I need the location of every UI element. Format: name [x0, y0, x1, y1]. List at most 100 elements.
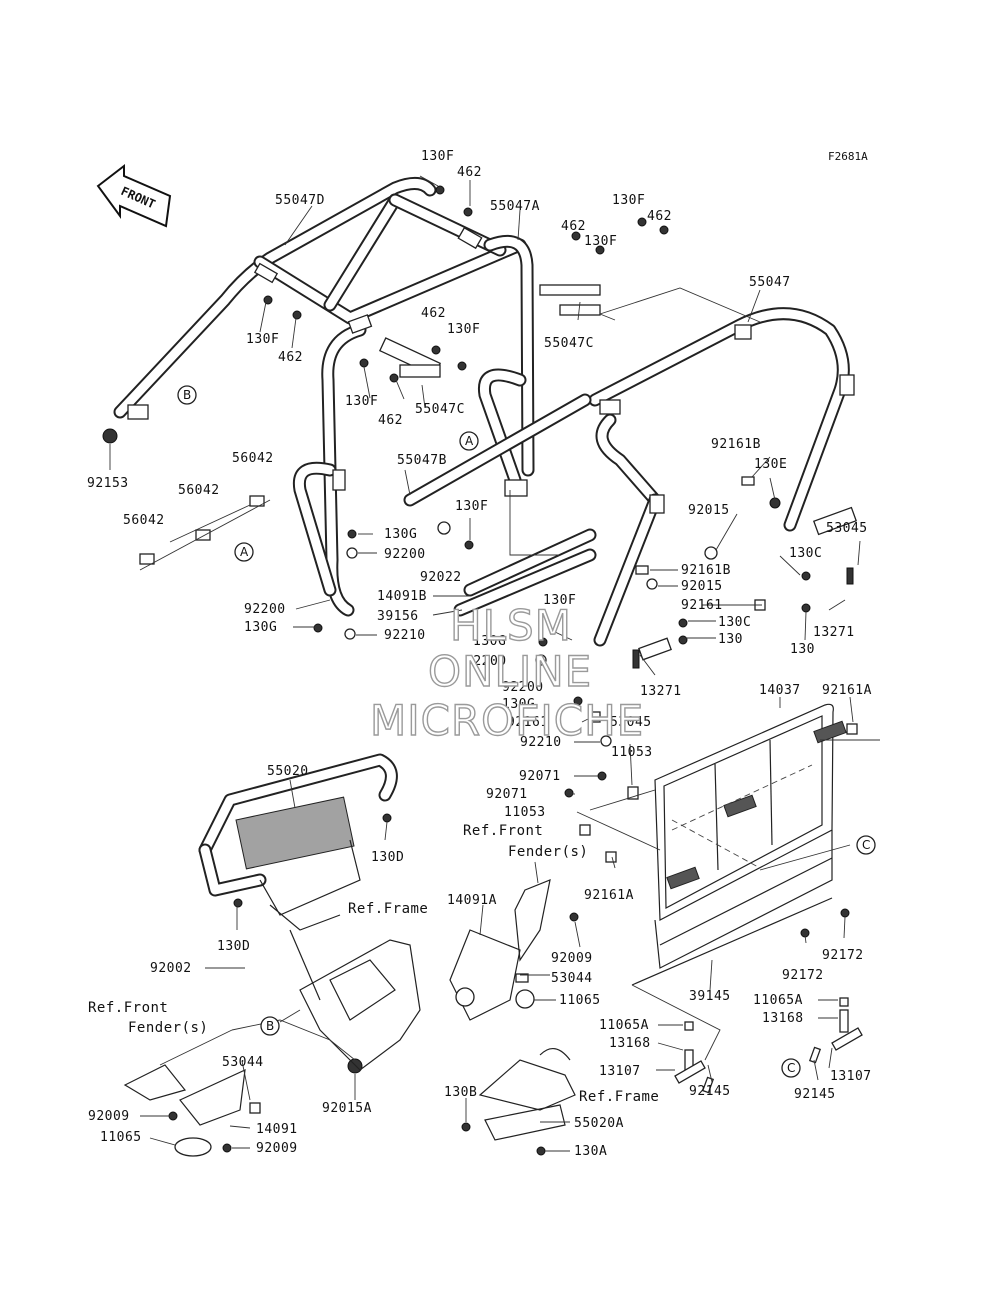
part-label: 13107 [830, 1069, 872, 1084]
part-label: 13168 [762, 1011, 804, 1026]
watermark-line-3: MICROFICHE [370, 696, 644, 745]
part-label: 92145 [689, 1084, 731, 1099]
part-label: 13271 [813, 625, 855, 640]
part-label: 14091 [256, 1122, 298, 1137]
part-label: 55047 [749, 275, 791, 290]
part-label: 55047C [544, 336, 594, 351]
part-label: 11065A [753, 993, 803, 1008]
fastener-bolts [102, 185, 850, 1156]
part-label: 92015A [322, 1101, 372, 1116]
ref-front-fender-label-1: Ref.Front [463, 823, 543, 839]
part-label: 130C [718, 615, 751, 630]
callout-b-2: B [260, 1016, 280, 1036]
part-label: 14091A [447, 893, 497, 908]
part-labels: 130F 462 55047D 55047A 130F 462 462 130F… [87, 149, 872, 1159]
part-label: 55020 [267, 764, 309, 779]
part-label: 462 [421, 306, 446, 321]
small-parts [139, 476, 863, 1114]
part-label: 130G [473, 634, 506, 649]
part-label: 53044 [551, 971, 593, 986]
part-label: 92009 [88, 1109, 130, 1124]
ref-front-fender-label-3: Ref.Front [88, 1000, 168, 1016]
svg-text:B: B [183, 388, 191, 402]
reference-labels: Ref.Front Fender(s) Ref.Frame Ref.Front … [88, 823, 659, 1105]
part-label: 92002 [150, 961, 192, 976]
part-label: 92161 [507, 715, 549, 730]
part-label: 55047D [275, 193, 325, 208]
part-label: 11065A [599, 1018, 649, 1033]
part-label: 92015 [688, 503, 730, 518]
part-label: 92172 [822, 948, 864, 963]
part-label: 92200 [465, 654, 507, 669]
roll-cage-drawing [113, 177, 850, 647]
part-label: 92161B [711, 437, 761, 452]
leader-lines [109, 175, 880, 1152]
part-label: 13271 [640, 684, 682, 699]
part-label: 92200 [384, 547, 426, 562]
part-label: 130D [217, 939, 250, 954]
part-label: 56042 [123, 513, 165, 528]
tailgate-drawing [631, 703, 847, 986]
part-label: 92161A [822, 683, 872, 698]
part-label: 92071 [486, 787, 528, 802]
part-label: 130G [384, 527, 417, 542]
svg-text:B: B [266, 1019, 274, 1033]
diagram-code: F2681A [828, 150, 868, 163]
part-label: 130E [754, 457, 787, 472]
ref-frame-label-2: Ref.Frame [579, 1089, 659, 1105]
part-label: 130G [244, 620, 277, 635]
svg-text:C: C [787, 1061, 795, 1075]
ref-front-fender-label-2: Fender(s) [508, 844, 588, 860]
part-label: 11065 [100, 1130, 142, 1145]
part-label: 56042 [178, 483, 220, 498]
callout-c-2: C [781, 1058, 801, 1078]
part-label: 39156 [377, 609, 419, 624]
part-label: 130F [455, 499, 488, 514]
part-label: 130F [612, 193, 645, 208]
part-label: 11065 [559, 993, 601, 1008]
part-label: 53045 [826, 521, 868, 536]
part-label: 462 [378, 413, 403, 428]
part-label: 462 [278, 350, 303, 365]
part-label: 14091B [377, 589, 427, 604]
frame-drawing [123, 879, 576, 1157]
part-label: 462 [561, 219, 586, 234]
part-label: 130F [447, 322, 480, 337]
part-label: 55047B [397, 453, 447, 468]
part-label: 130F [543, 593, 576, 608]
front-arrow-icon: FRONT [96, 163, 172, 228]
front-guard-drawing [198, 753, 398, 931]
part-label: 92009 [256, 1141, 298, 1156]
ref-front-fender-label-4: Fender(s) [128, 1020, 208, 1036]
part-label: 14037 [759, 683, 801, 698]
cage-brackets [127, 226, 855, 514]
svg-text:C: C [862, 838, 870, 852]
part-label: 130F [421, 149, 454, 164]
part-label: 53044 [222, 1055, 264, 1070]
part-label: 92200 [502, 680, 544, 695]
callout-a-2: A [234, 542, 254, 562]
callout-c-1: C [856, 835, 876, 855]
part-label: 92071 [519, 769, 561, 784]
part-label: 92172 [782, 968, 824, 983]
part-label: 92153 [87, 476, 129, 491]
part-label: 13168 [609, 1036, 651, 1051]
watermark: HLSM ONLINE MICROFICHE [369, 600, 644, 745]
part-label: 92161A [584, 888, 634, 903]
part-label: 462 [457, 165, 482, 180]
part-label: 11053 [504, 805, 546, 820]
part-label: 13107 [599, 1064, 641, 1079]
ref-frame-label: Ref.Frame [348, 901, 428, 917]
svg-text:A: A [240, 545, 249, 559]
part-label: 92210 [384, 628, 426, 643]
part-label: 39145 [689, 989, 731, 1004]
part-label: 92015 [681, 579, 723, 594]
part-label: 55020A [574, 1116, 624, 1131]
callout-a-1: A [459, 431, 479, 451]
part-label: 56042 [232, 451, 274, 466]
watermark-line-1: HLSM [450, 601, 572, 650]
part-label: 462 [647, 209, 672, 224]
part-label: 130 [790, 642, 815, 657]
